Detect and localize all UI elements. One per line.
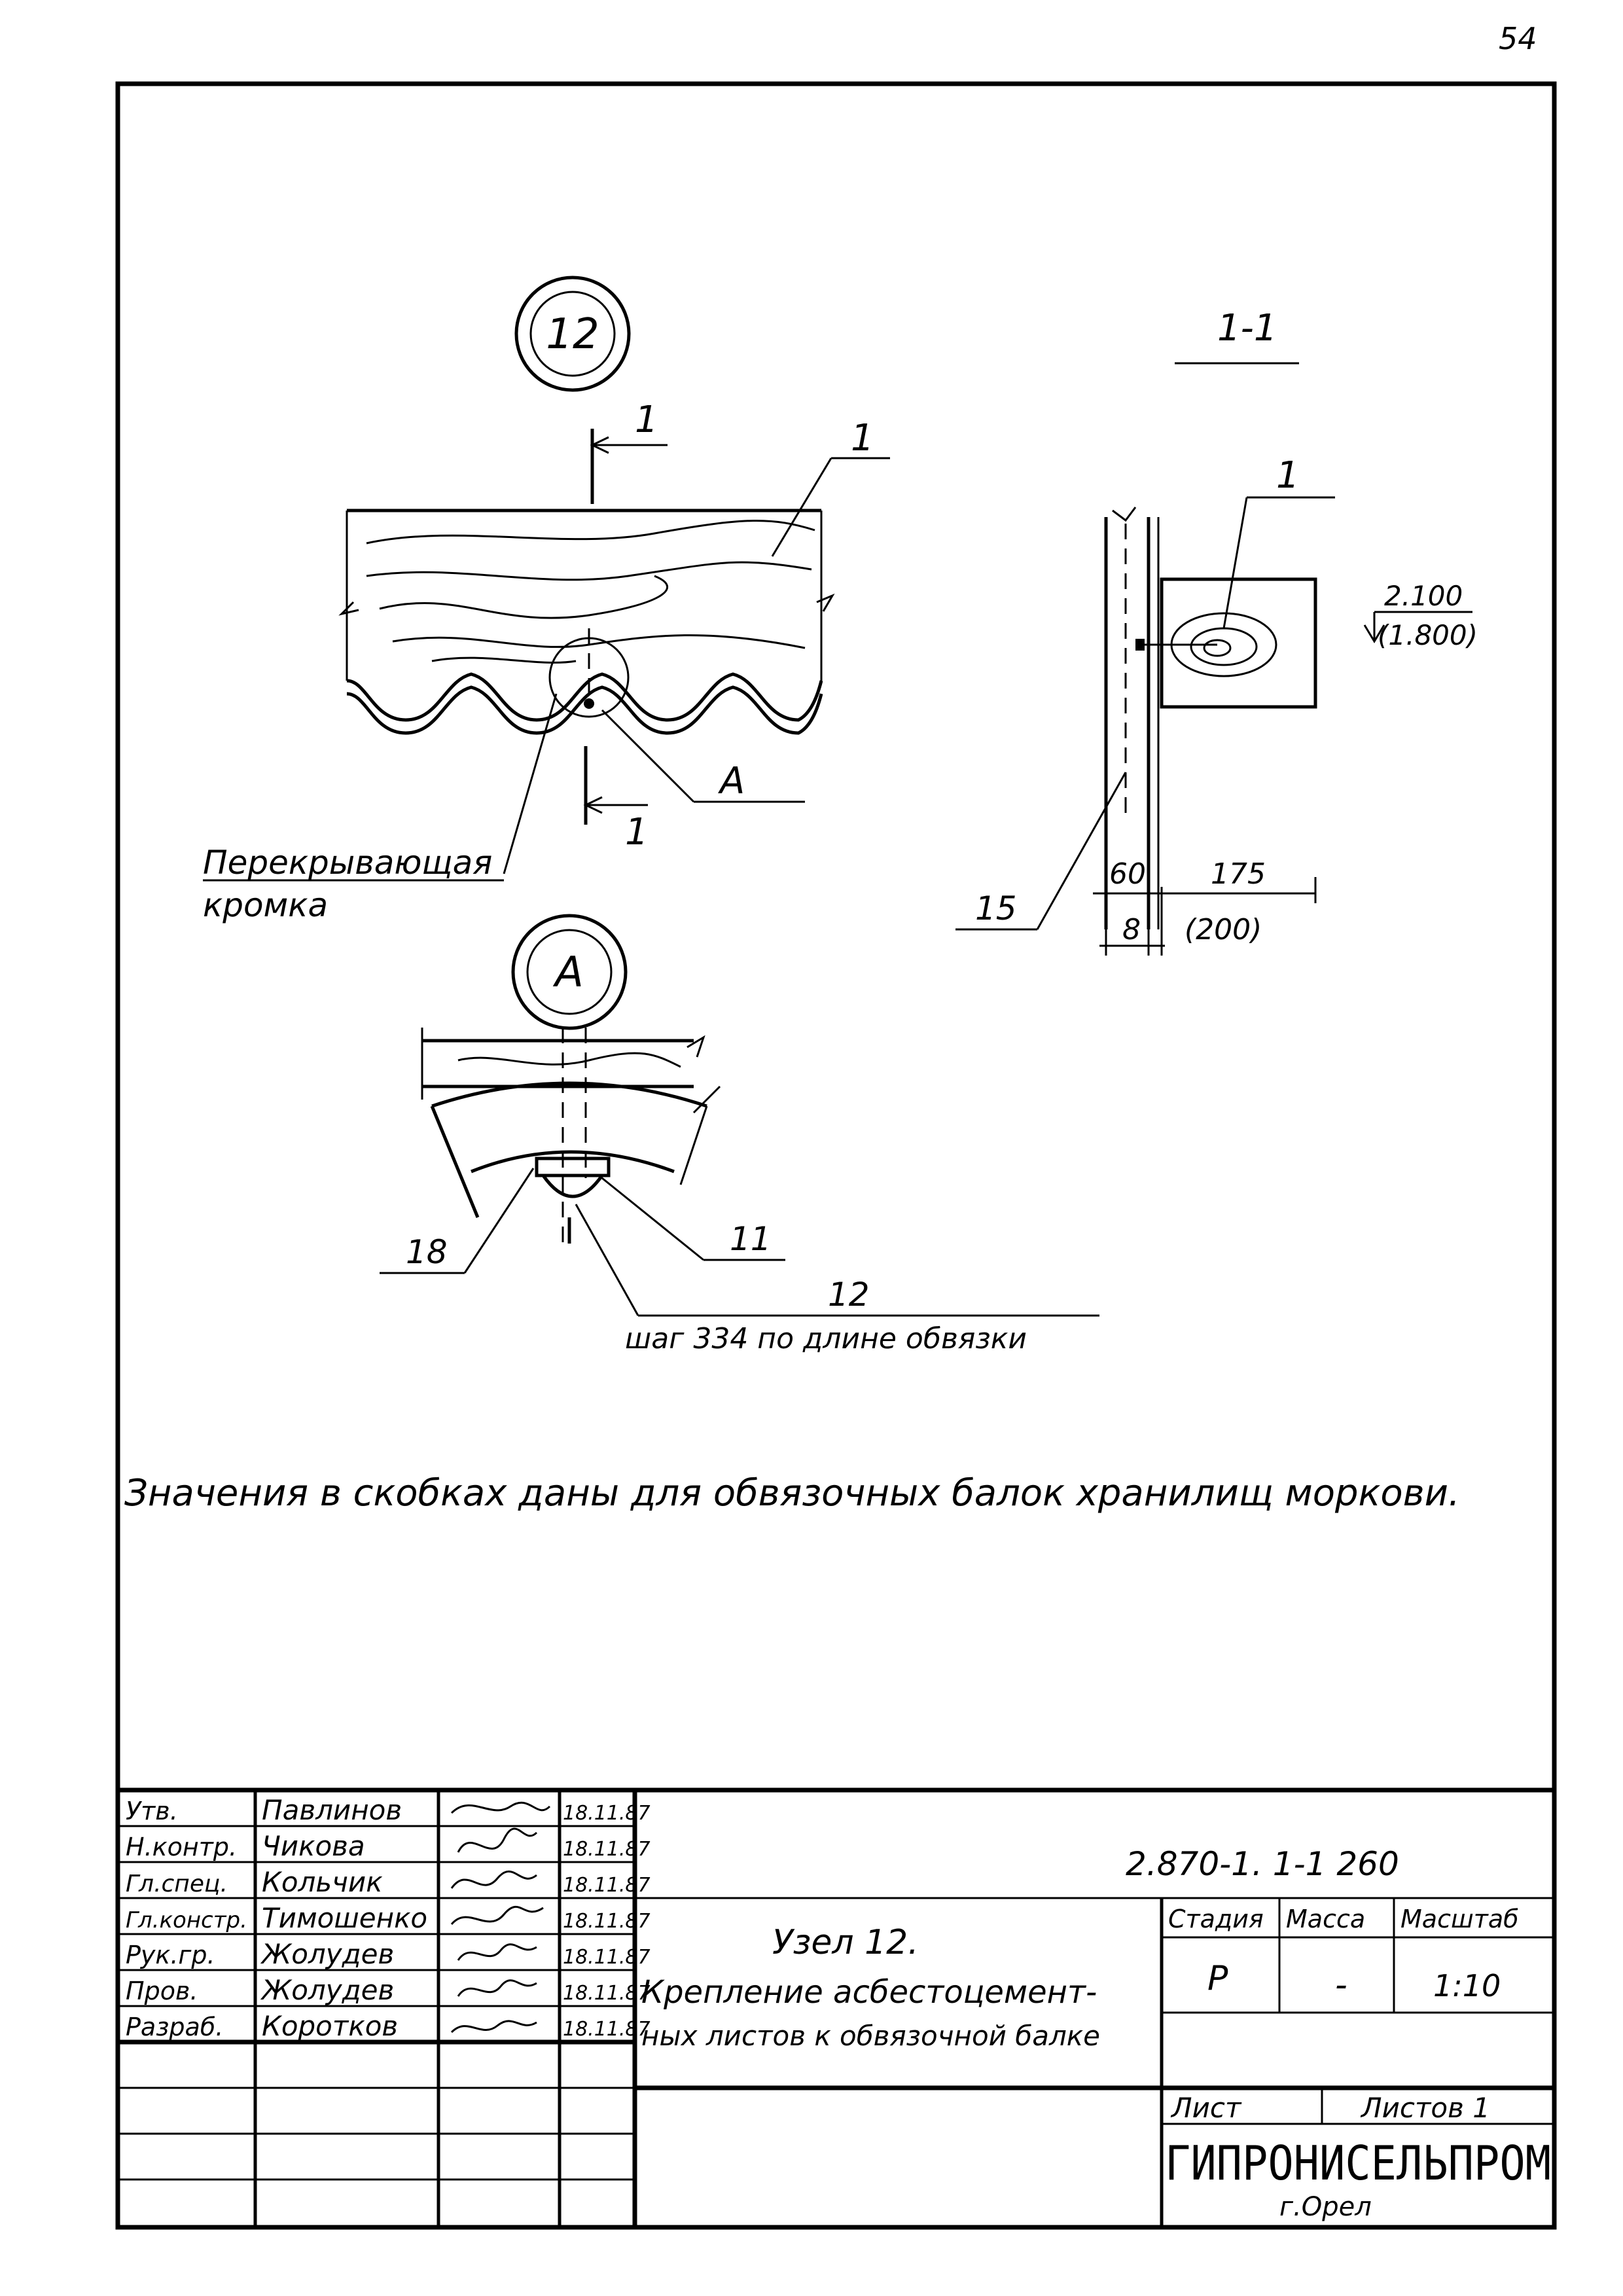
detail-leader-11: 11 xyxy=(730,1220,772,1258)
svg-text:Рук.гр.: Рук.гр. xyxy=(126,1941,215,1969)
title-row-4: Рук.гр. Жолудев 18.11.87 xyxy=(126,1938,651,1970)
detail-view: A 18 11 12 шаг 334 по длине обвязки xyxy=(380,914,1099,1355)
dim-8: 8 xyxy=(1122,913,1141,946)
signature-icon xyxy=(450,1801,551,1814)
svg-text:Утв.: Утв. xyxy=(126,1797,178,1825)
dim-175: 175 xyxy=(1211,857,1266,891)
leader-a-main: A xyxy=(601,709,805,803)
svg-text:Перекрывающая: Перекрывающая xyxy=(203,844,492,882)
general-note: Значения в скобках даны для обвязочных б… xyxy=(124,1472,1460,1515)
svg-text:Коротков: Коротков xyxy=(262,2010,398,2042)
main-view: 12 1 xyxy=(203,276,890,924)
detail-callout-label: A xyxy=(552,948,584,997)
sheets-label: Листов 1 xyxy=(1360,2092,1490,2124)
svg-text:Жолудев: Жолудев xyxy=(260,1974,394,2006)
svg-text:Н.контр.: Н.контр. xyxy=(126,1833,237,1861)
title-block: Утв. Павлинов 18.11.87 Н.контр. Чикова 1… xyxy=(115,1787,1557,2230)
title-row-6: Разраб. Коротков 18.11.87 xyxy=(126,2010,651,2042)
svg-text:18.11.87: 18.11.87 xyxy=(563,1982,651,2005)
title-line-3: ных листов к обвязочной балке xyxy=(641,2020,1100,2052)
signature-icon xyxy=(450,2020,537,2034)
elevation-mark: 2.100 (1.800) xyxy=(1363,580,1478,651)
detail-leader-12: 12 xyxy=(828,1276,870,1314)
section-mark-top: 1 xyxy=(635,399,658,441)
detail-leader-18: 18 xyxy=(406,1233,448,1271)
overlap-edge-label: Перекрывающая кромка xyxy=(203,693,558,924)
section-title: 1-1 xyxy=(1217,307,1277,350)
signature-icon xyxy=(457,1979,537,1997)
col-mass: Масса xyxy=(1286,1905,1365,1933)
title-row-5: Пров. Жолудев 18.11.87 xyxy=(126,1974,651,2006)
signature-icon xyxy=(457,1827,538,1853)
page-number: 54 xyxy=(1499,21,1537,56)
svg-text:18.11.87: 18.11.87 xyxy=(563,1874,651,1897)
section-marker-top: 1 xyxy=(590,399,668,504)
org-name: ГИПРОНИСЕЛЬПРОМ xyxy=(1165,2136,1551,2191)
doc-code: 2.870-1. 1-1 260 xyxy=(1126,1845,1399,1883)
mass-value: - xyxy=(1335,1965,1347,2005)
section-mark-bottom: 1 xyxy=(625,811,649,853)
svg-text:18.11.87: 18.11.87 xyxy=(563,1946,651,1969)
signature-icon xyxy=(457,1943,537,1961)
svg-text:Гл.спец.: Гл.спец. xyxy=(126,1871,228,1897)
svg-text:Разраб.: Разраб. xyxy=(126,2013,223,2041)
beam-section xyxy=(1160,577,1317,709)
svg-text:1: 1 xyxy=(851,417,874,459)
node-callout-outer xyxy=(514,276,631,392)
section-view: 1-1 1 2.100 (1.800) 15 xyxy=(955,307,1478,956)
svg-text:Чикова: Чикова xyxy=(262,1830,365,1862)
title-line-1: Узел 12. xyxy=(772,1923,919,1962)
svg-text:18.11.87: 18.11.87 xyxy=(563,1802,651,1825)
svg-text:Гл.констр.: Гл.констр. xyxy=(126,1907,247,1933)
section-marker-bottom: 1 xyxy=(583,746,649,853)
col-scale: Масштаб xyxy=(1400,1905,1519,1933)
stage-value: Р xyxy=(1207,1959,1228,1998)
node-callout-inner xyxy=(529,291,616,377)
dim-60: 60 xyxy=(1109,857,1146,891)
signature-icon xyxy=(450,1905,544,1925)
svg-text:Кольчик: Кольчик xyxy=(262,1866,383,1898)
title-row-3: Гл.констр. Тимошенко 18.11.87 xyxy=(126,1902,651,1934)
leader-1-main: 1 xyxy=(771,417,890,557)
title-line-2: Крепление асбестоцемент- xyxy=(641,1974,1097,2011)
col-stage: Стадия xyxy=(1168,1905,1264,1933)
svg-text:A: A xyxy=(718,760,745,802)
node-callout-label: 12 xyxy=(546,310,599,359)
sheet-label: Лист xyxy=(1170,2092,1242,2124)
dim-200: (200) xyxy=(1185,913,1262,946)
title-row-0: Утв. Павлинов 18.11.87 xyxy=(126,1794,651,1826)
svg-text:18.11.87: 18.11.87 xyxy=(563,1910,651,1933)
detail-callout-inner xyxy=(526,929,613,1015)
section-leader-15: 15 xyxy=(975,889,1017,927)
corrugated-sheet xyxy=(346,672,823,735)
scale-value: 1:10 xyxy=(1433,1968,1501,2003)
svg-text:Пров.: Пров. xyxy=(126,1977,198,2005)
title-row-2: Гл.спец. Кольчик 18.11.87 xyxy=(126,1866,651,1898)
signature-icon xyxy=(450,1870,537,1889)
svg-text:Павлинов: Павлинов xyxy=(262,1794,402,1826)
svg-text:кромка: кромка xyxy=(203,886,328,924)
bolt-head xyxy=(584,698,594,709)
detail-callout-outer xyxy=(511,914,628,1030)
elevation-alt-value: (1.800) xyxy=(1378,619,1478,651)
elevation-value: 2.100 xyxy=(1384,580,1463,612)
svg-text:18.11.87: 18.11.87 xyxy=(563,1838,651,1861)
timber-beam xyxy=(338,509,835,681)
section-leader-1: 1 xyxy=(1276,454,1300,497)
title-row-1: Н.контр. Чикова 18.11.87 xyxy=(126,1827,651,1862)
svg-text:18.11.87: 18.11.87 xyxy=(563,2018,651,2041)
svg-text:Тимошенко: Тимошенко xyxy=(262,1902,427,1934)
svg-text:Жолудев: Жолудев xyxy=(260,1938,394,1970)
step-note: шаг 334 по длине обвязки xyxy=(625,1322,1027,1355)
org-city: г.Орел xyxy=(1279,2192,1372,2222)
